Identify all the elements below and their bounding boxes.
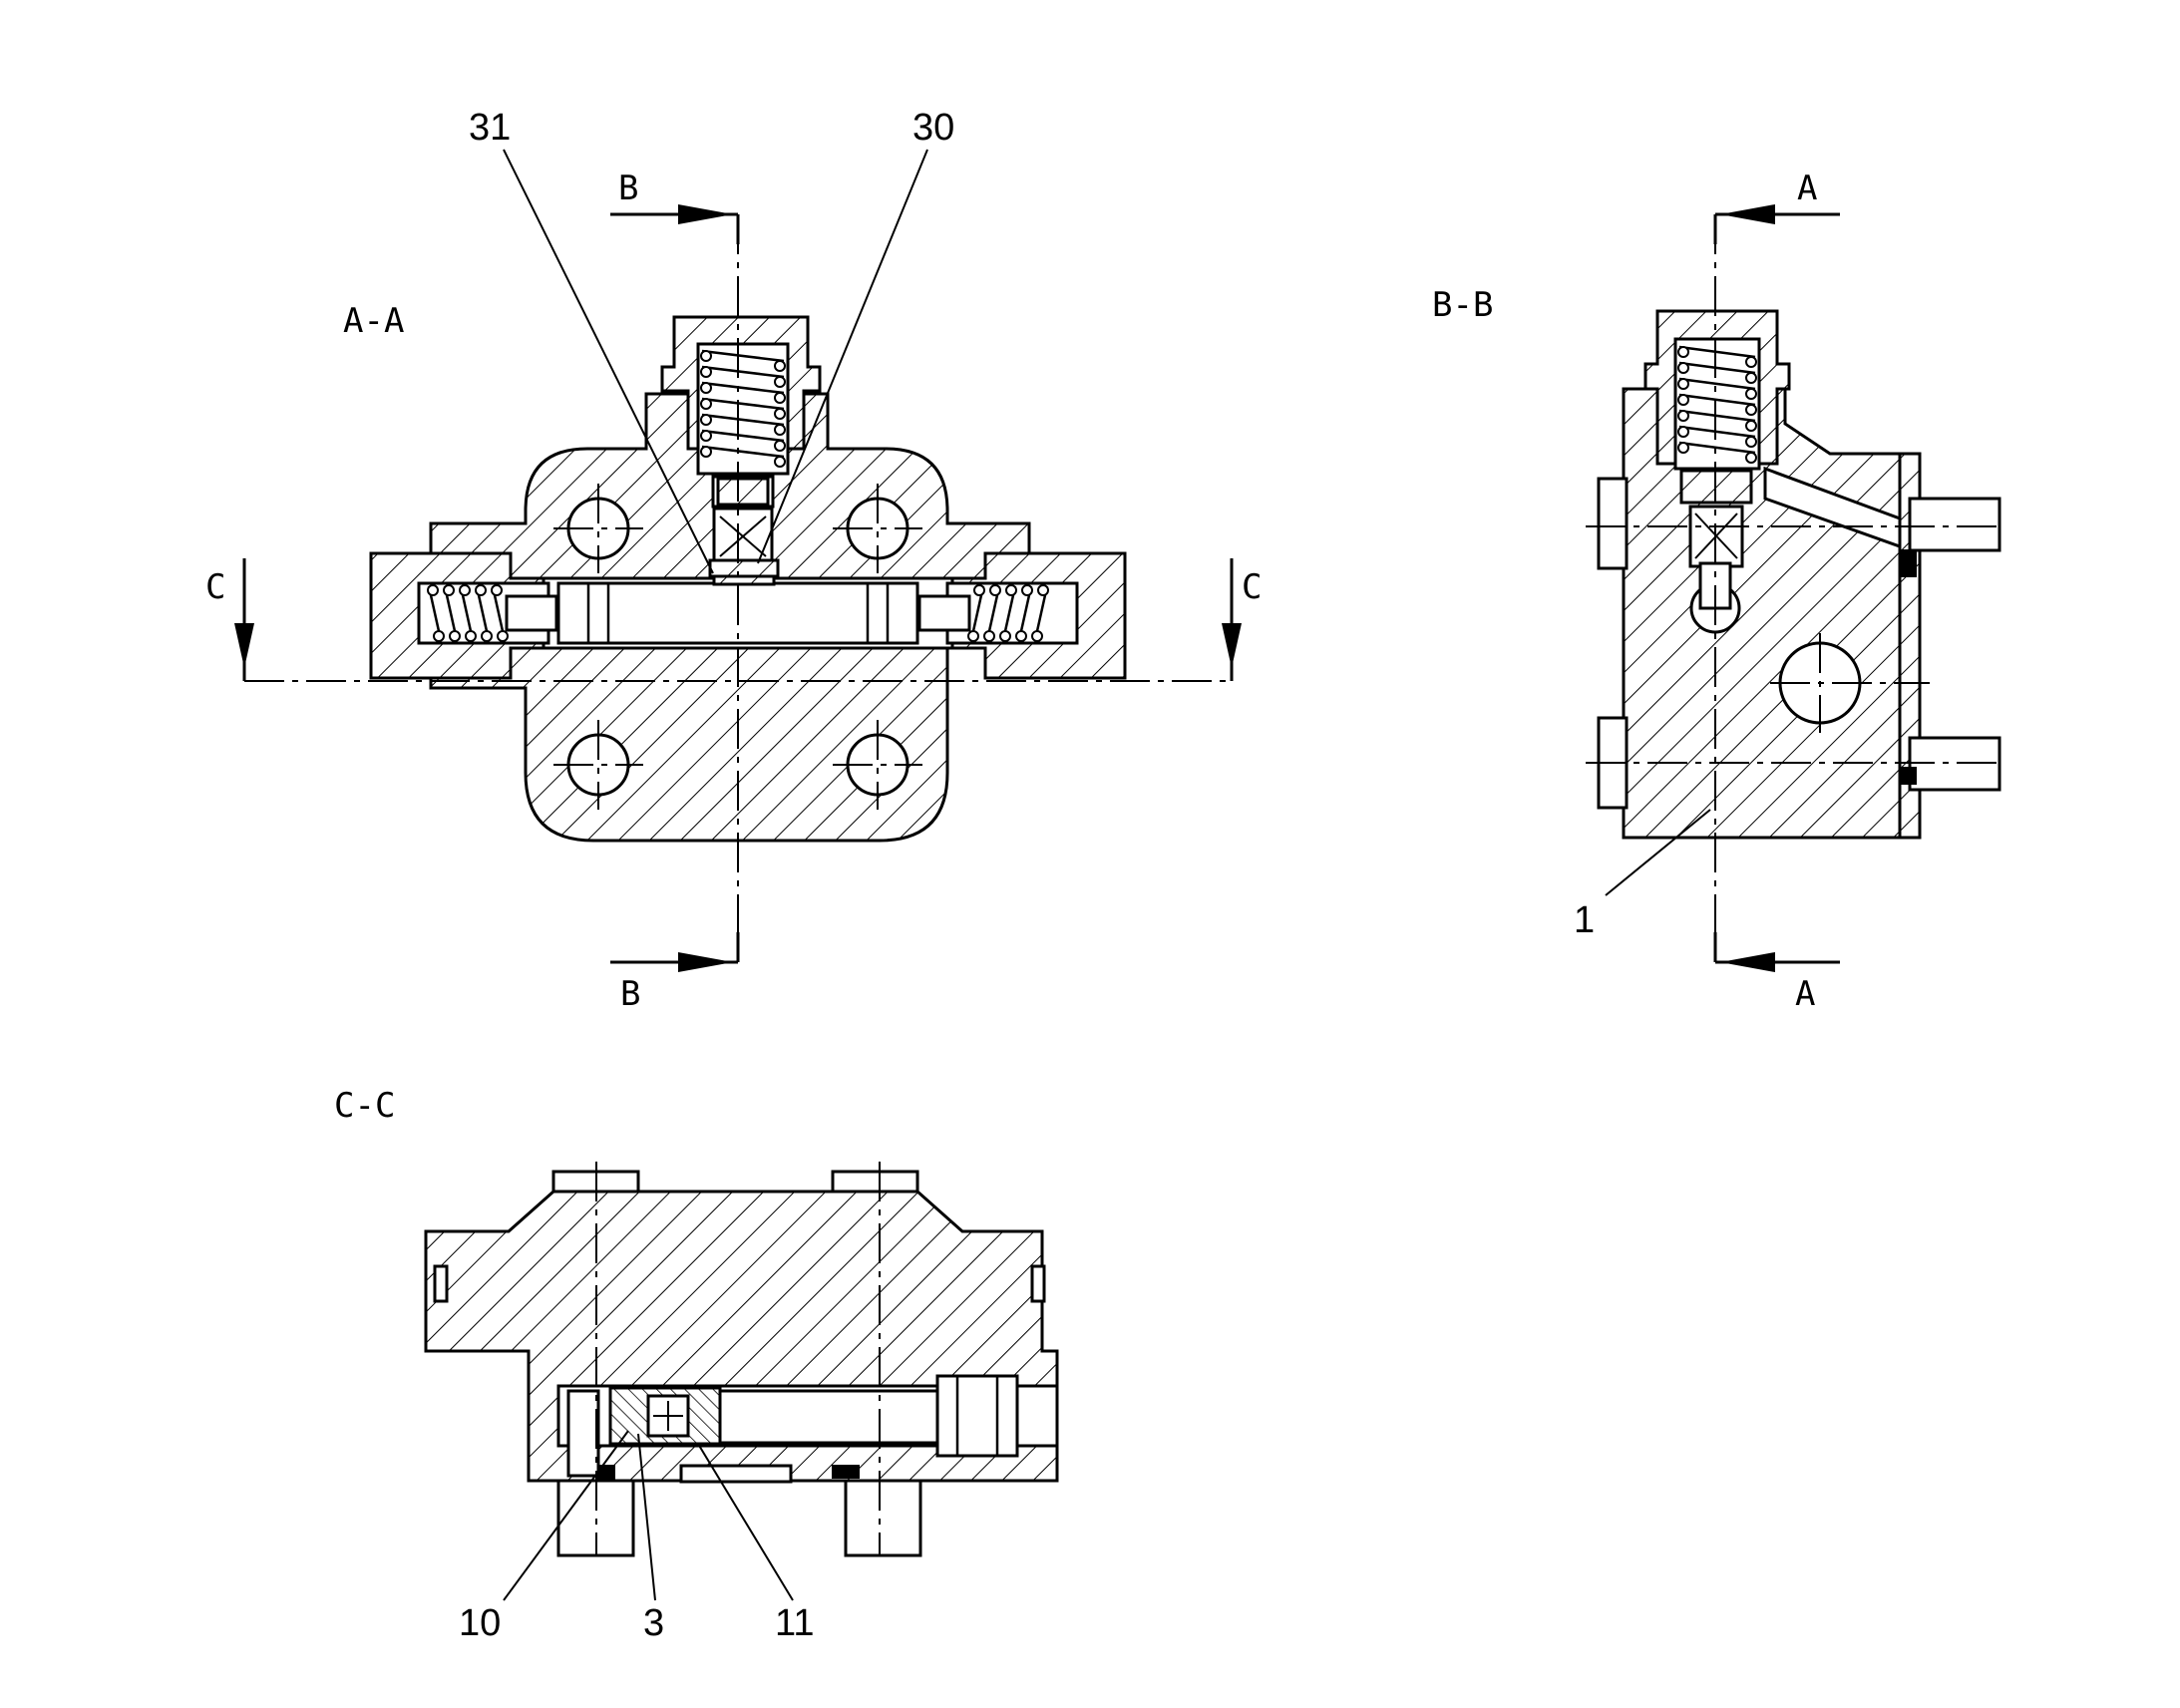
a-a-right-spring <box>967 584 1049 642</box>
leader-3 <box>637 1433 656 1601</box>
c-right-letter: C <box>1242 567 1262 607</box>
c-c-stud-right <box>844 1479 922 1557</box>
leader-30 <box>757 149 928 564</box>
leader-31 <box>503 149 714 574</box>
b-top-arrow <box>678 204 733 224</box>
b-b-left-boss-top <box>1597 477 1629 570</box>
c-c-left-drill <box>566 1389 600 1478</box>
c-c-right-notch <box>1030 1264 1046 1303</box>
a-a-left-spring <box>427 584 509 642</box>
b-b-seal-bottom <box>1899 767 1917 785</box>
c-left-letter: C <box>205 567 225 607</box>
a-a-top-spring <box>700 349 786 468</box>
leader-11 <box>697 1443 794 1601</box>
a-a-spool-seat <box>712 574 776 586</box>
a-a-seat <box>708 558 780 578</box>
c-c-seal-right <box>832 1465 860 1479</box>
b-b-seal-top <box>1899 549 1917 577</box>
a-top-arrow <box>1720 204 1775 224</box>
leader-1 <box>1605 809 1711 896</box>
b-top-letter: B <box>618 169 638 208</box>
a-a-spring-seat-fill <box>716 477 770 507</box>
c-c-spool <box>716 1389 939 1445</box>
c-c-end-plug <box>935 1374 1019 1458</box>
c-c-left-notch <box>433 1264 449 1303</box>
c-c-bottom-groove <box>679 1464 793 1484</box>
a-bottom-arrow <box>1720 952 1775 972</box>
b-b-top-spring <box>1677 345 1757 464</box>
callout-31: 31 <box>469 107 511 149</box>
callout-30: 30 <box>912 107 954 149</box>
view-a-a-title: A-A <box>343 301 404 341</box>
a-a-right-plunger <box>917 594 971 632</box>
b-b-stud-top <box>1908 497 2001 552</box>
a-a-left-plunger <box>505 594 558 632</box>
view-c-c: C-C 10 3 11 <box>334 1086 1059 1644</box>
b-bottom-letter: B <box>620 974 640 1014</box>
view-c-c-title: C-C <box>334 1086 395 1126</box>
callout-3: 3 <box>643 1602 664 1644</box>
view-b-b-title: B-B <box>1432 285 1493 325</box>
view-b-b: B-B <box>1432 169 2004 1014</box>
callout-1: 1 <box>1574 899 1595 941</box>
c-right-arrow <box>1222 623 1242 668</box>
a-top-letter: A <box>1797 169 1817 208</box>
view-a-a: A-A <box>205 107 1262 1014</box>
a-bottom-letter: A <box>1795 974 1815 1014</box>
leader-10 <box>503 1430 629 1601</box>
callout-11: 11 <box>775 1602 814 1644</box>
b-bottom-arrow <box>678 952 733 972</box>
callout-10: 10 <box>459 1602 501 1644</box>
c-left-arrow <box>234 623 254 668</box>
